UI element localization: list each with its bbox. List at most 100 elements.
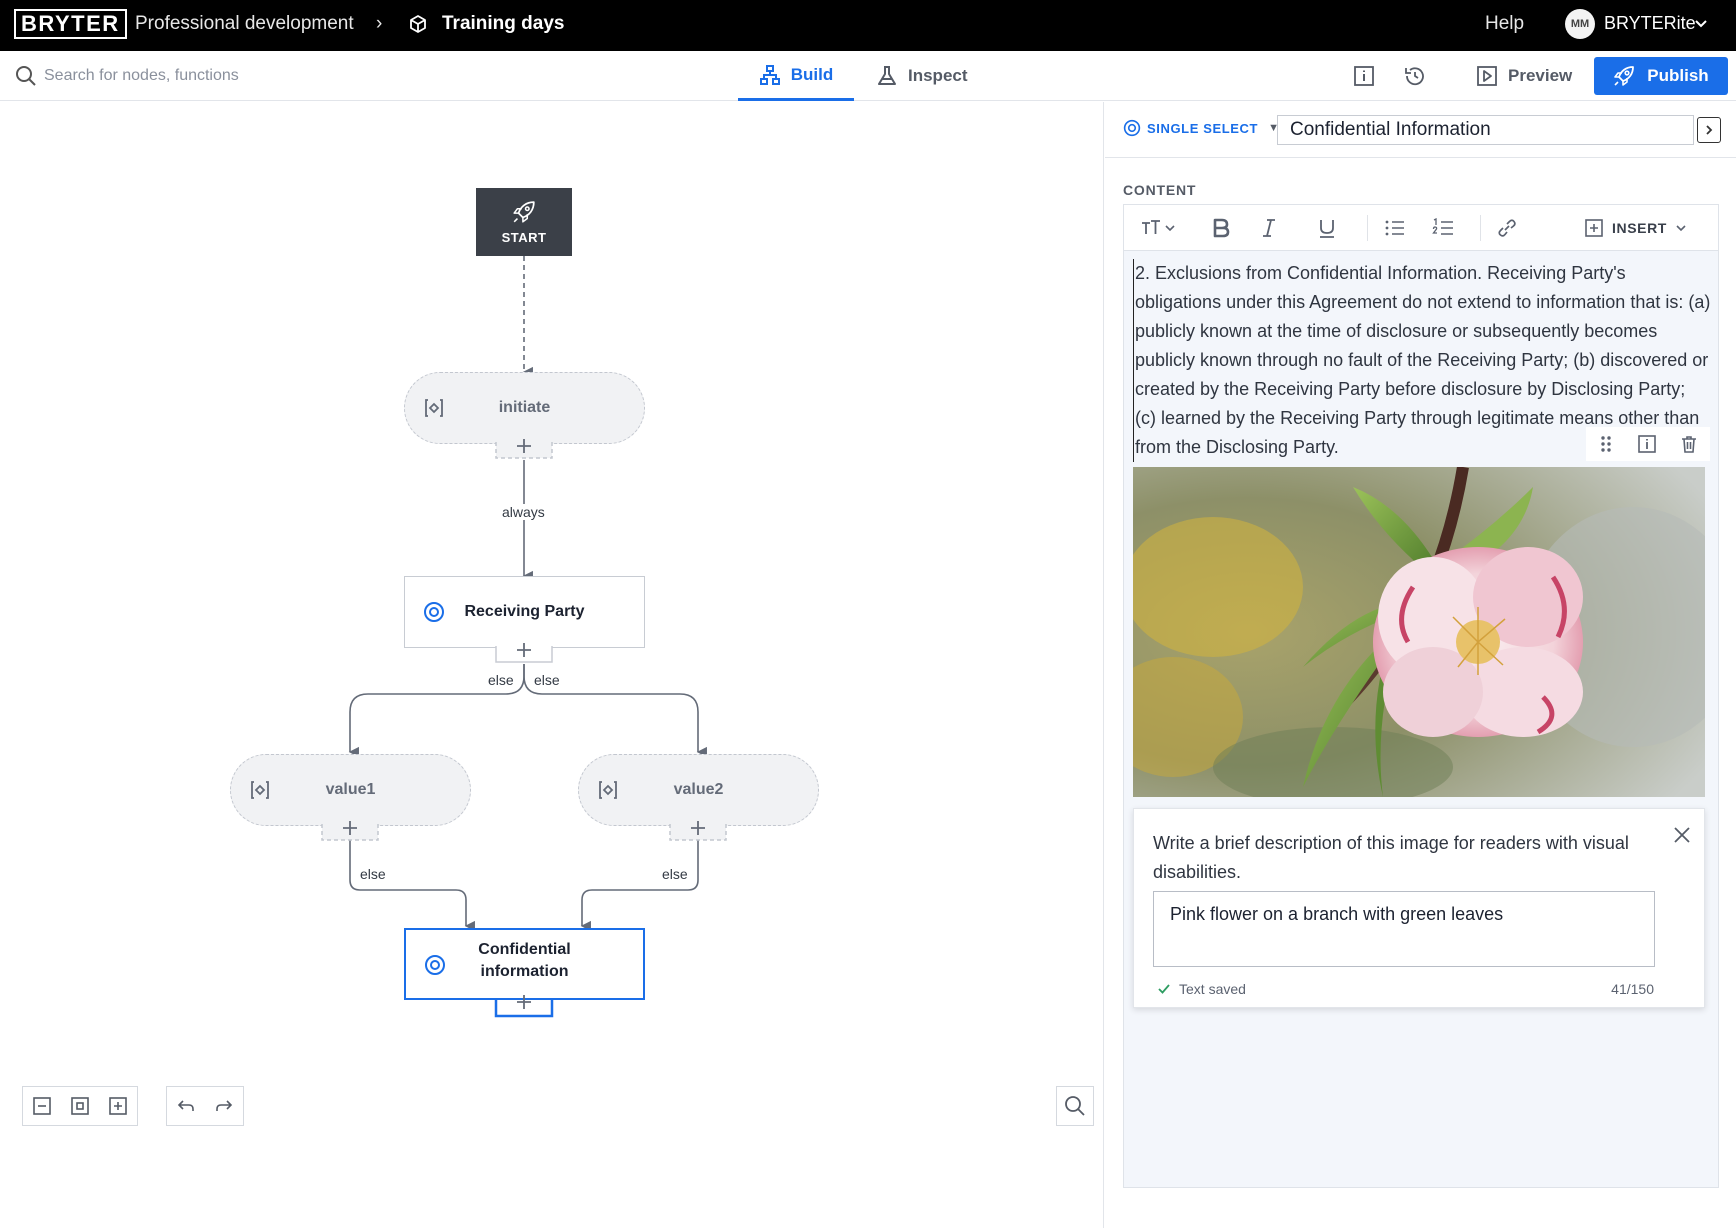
node-receiving-party[interactable]: Receiving Party xyxy=(404,576,645,648)
edge-label-always: always xyxy=(500,504,547,520)
node-value1[interactable]: value1 xyxy=(230,754,471,826)
link-button[interactable] xyxy=(1492,213,1522,243)
bullet-list-icon xyxy=(1385,220,1404,236)
text-size-icon xyxy=(1142,220,1175,234)
bold-button[interactable] xyxy=(1206,213,1236,243)
history-controls xyxy=(166,1086,244,1126)
node-editor-panel: SINGLE SELECT ▼ CONTENT xyxy=(1105,102,1736,1228)
node-confidential-information[interactable]: Confidential information xyxy=(404,928,645,1000)
insert-icon xyxy=(1585,219,1603,237)
breadcrumb-module[interactable]: Training days xyxy=(442,13,565,34)
cube-icon xyxy=(410,15,426,33)
zoom-out-button[interactable] xyxy=(30,1094,54,1118)
node-value2[interactable]: value2 xyxy=(578,754,819,826)
collapse-panel-button[interactable] xyxy=(1697,117,1721,143)
image-toolbar xyxy=(1586,427,1710,461)
numbered-list-button[interactable] xyxy=(1428,213,1458,243)
search-icon xyxy=(1065,1096,1085,1116)
tab-build[interactable]: Build xyxy=(738,51,854,101)
flask-icon xyxy=(878,66,896,85)
node-initiate[interactable]: initiate xyxy=(404,372,645,444)
fit-icon xyxy=(71,1097,89,1115)
node-label: initiate xyxy=(498,399,551,416)
character-counter: 41/150 xyxy=(1611,981,1654,997)
edge-label-else: else xyxy=(486,672,516,688)
check-icon xyxy=(1158,984,1170,994)
node-type-label: SINGLE SELECT xyxy=(1147,120,1259,136)
save-status-label: Text saved xyxy=(1179,981,1246,997)
info-icon[interactable] xyxy=(1637,434,1657,454)
action-icon xyxy=(599,781,617,799)
publish-label: Publish xyxy=(1647,66,1709,85)
single-select-icon xyxy=(424,602,444,622)
node-type-selector[interactable]: SINGLE SELECT ▼ xyxy=(1123,119,1280,137)
chevron-down-icon[interactable] xyxy=(1694,16,1708,30)
rocket-icon xyxy=(513,200,535,223)
zoom-controls xyxy=(22,1086,138,1126)
search-input[interactable] xyxy=(44,61,544,91)
alt-text-input[interactable]: Pink flower on a branch with green leave… xyxy=(1153,891,1655,967)
edge-label-else: else xyxy=(532,672,562,688)
bold-icon xyxy=(1213,218,1230,238)
italic-button[interactable] xyxy=(1254,213,1284,243)
toolbar: Build Inspect Preview Publish xyxy=(0,51,1736,101)
history-icon[interactable] xyxy=(1403,64,1427,88)
node-label: value2 xyxy=(673,781,724,798)
tab-inspect-label: Inspect xyxy=(908,66,968,85)
edge-label-else: else xyxy=(660,866,690,882)
text-size-dropdown[interactable] xyxy=(1138,213,1180,243)
alt-text-card: Write a brief description of this image … xyxy=(1133,808,1705,1008)
fit-view-button[interactable] xyxy=(68,1094,92,1118)
single-select-icon xyxy=(425,955,445,975)
drag-handle-icon[interactable] xyxy=(1597,434,1615,454)
insert-label: INSERT xyxy=(1612,220,1667,236)
canvas-search-button[interactable] xyxy=(1056,1086,1094,1126)
numbered-list-icon xyxy=(1432,218,1453,235)
link-icon xyxy=(1498,219,1516,237)
action-icon xyxy=(425,399,443,417)
flower-image[interactable] xyxy=(1133,467,1705,797)
formatting-toolbar: INSERT xyxy=(1124,205,1718,251)
start-node[interactable]: START xyxy=(476,188,572,256)
node-label: Receiving Party xyxy=(464,603,585,620)
undo-button[interactable] xyxy=(174,1094,198,1118)
save-status: Text saved xyxy=(1157,981,1246,997)
underline-button[interactable] xyxy=(1312,213,1342,243)
user-menu[interactable]: BRYTERite xyxy=(1604,13,1696,33)
alt-text-prompt: Write a brief description of this image … xyxy=(1153,833,1629,882)
flow-canvas[interactable]: START initiate Receiving Party value1 va… xyxy=(0,102,1104,1228)
chevron-down-icon xyxy=(1676,225,1686,232)
help-link[interactable]: Help xyxy=(1485,13,1525,34)
trash-icon[interactable] xyxy=(1679,434,1699,454)
content-section-label: CONTENT xyxy=(1123,182,1197,198)
rocket-icon xyxy=(1614,66,1635,86)
rich-text-editor[interactable]: INSERT 2. Exclusions from Confidential I… xyxy=(1123,204,1719,1188)
italic-icon xyxy=(1263,219,1275,237)
node-label: value1 xyxy=(325,781,376,798)
connector-value1-confidential xyxy=(349,840,475,932)
bullet-list-button[interactable] xyxy=(1380,213,1410,243)
plus-icon xyxy=(109,1097,127,1115)
publish-button[interactable]: Publish xyxy=(1594,57,1728,95)
insert-dropdown[interactable]: INSERT xyxy=(1584,213,1687,243)
breadcrumb-project[interactable]: Professional development xyxy=(135,13,354,34)
connector-receiving-value2 xyxy=(523,664,707,758)
chevron-right-icon: › xyxy=(376,13,383,34)
tab-build-label: Build xyxy=(790,64,834,84)
bryter-logo[interactable]: BRYTER xyxy=(14,9,127,39)
redo-icon xyxy=(216,1100,233,1111)
hierarchy-icon xyxy=(759,64,780,85)
avatar[interactable]: MM xyxy=(1565,9,1595,39)
caret-down-icon: ▼ xyxy=(1268,122,1280,134)
close-icon[interactable] xyxy=(1672,825,1692,845)
info-icon[interactable] xyxy=(1352,64,1376,88)
node-label: Confidential information xyxy=(478,941,571,980)
node-title-input[interactable] xyxy=(1277,115,1694,145)
undo-icon xyxy=(177,1100,194,1111)
redo-button[interactable] xyxy=(212,1094,236,1118)
tab-inspect[interactable]: Inspect xyxy=(876,51,968,101)
preview-button[interactable]: Preview xyxy=(1476,60,1572,92)
top-bar: BRYTER Professional development › Traini… xyxy=(0,0,1736,51)
zoom-in-button[interactable] xyxy=(106,1094,130,1118)
content-body-text[interactable]: 2. Exclusions from Confidential Informat… xyxy=(1133,259,1711,462)
